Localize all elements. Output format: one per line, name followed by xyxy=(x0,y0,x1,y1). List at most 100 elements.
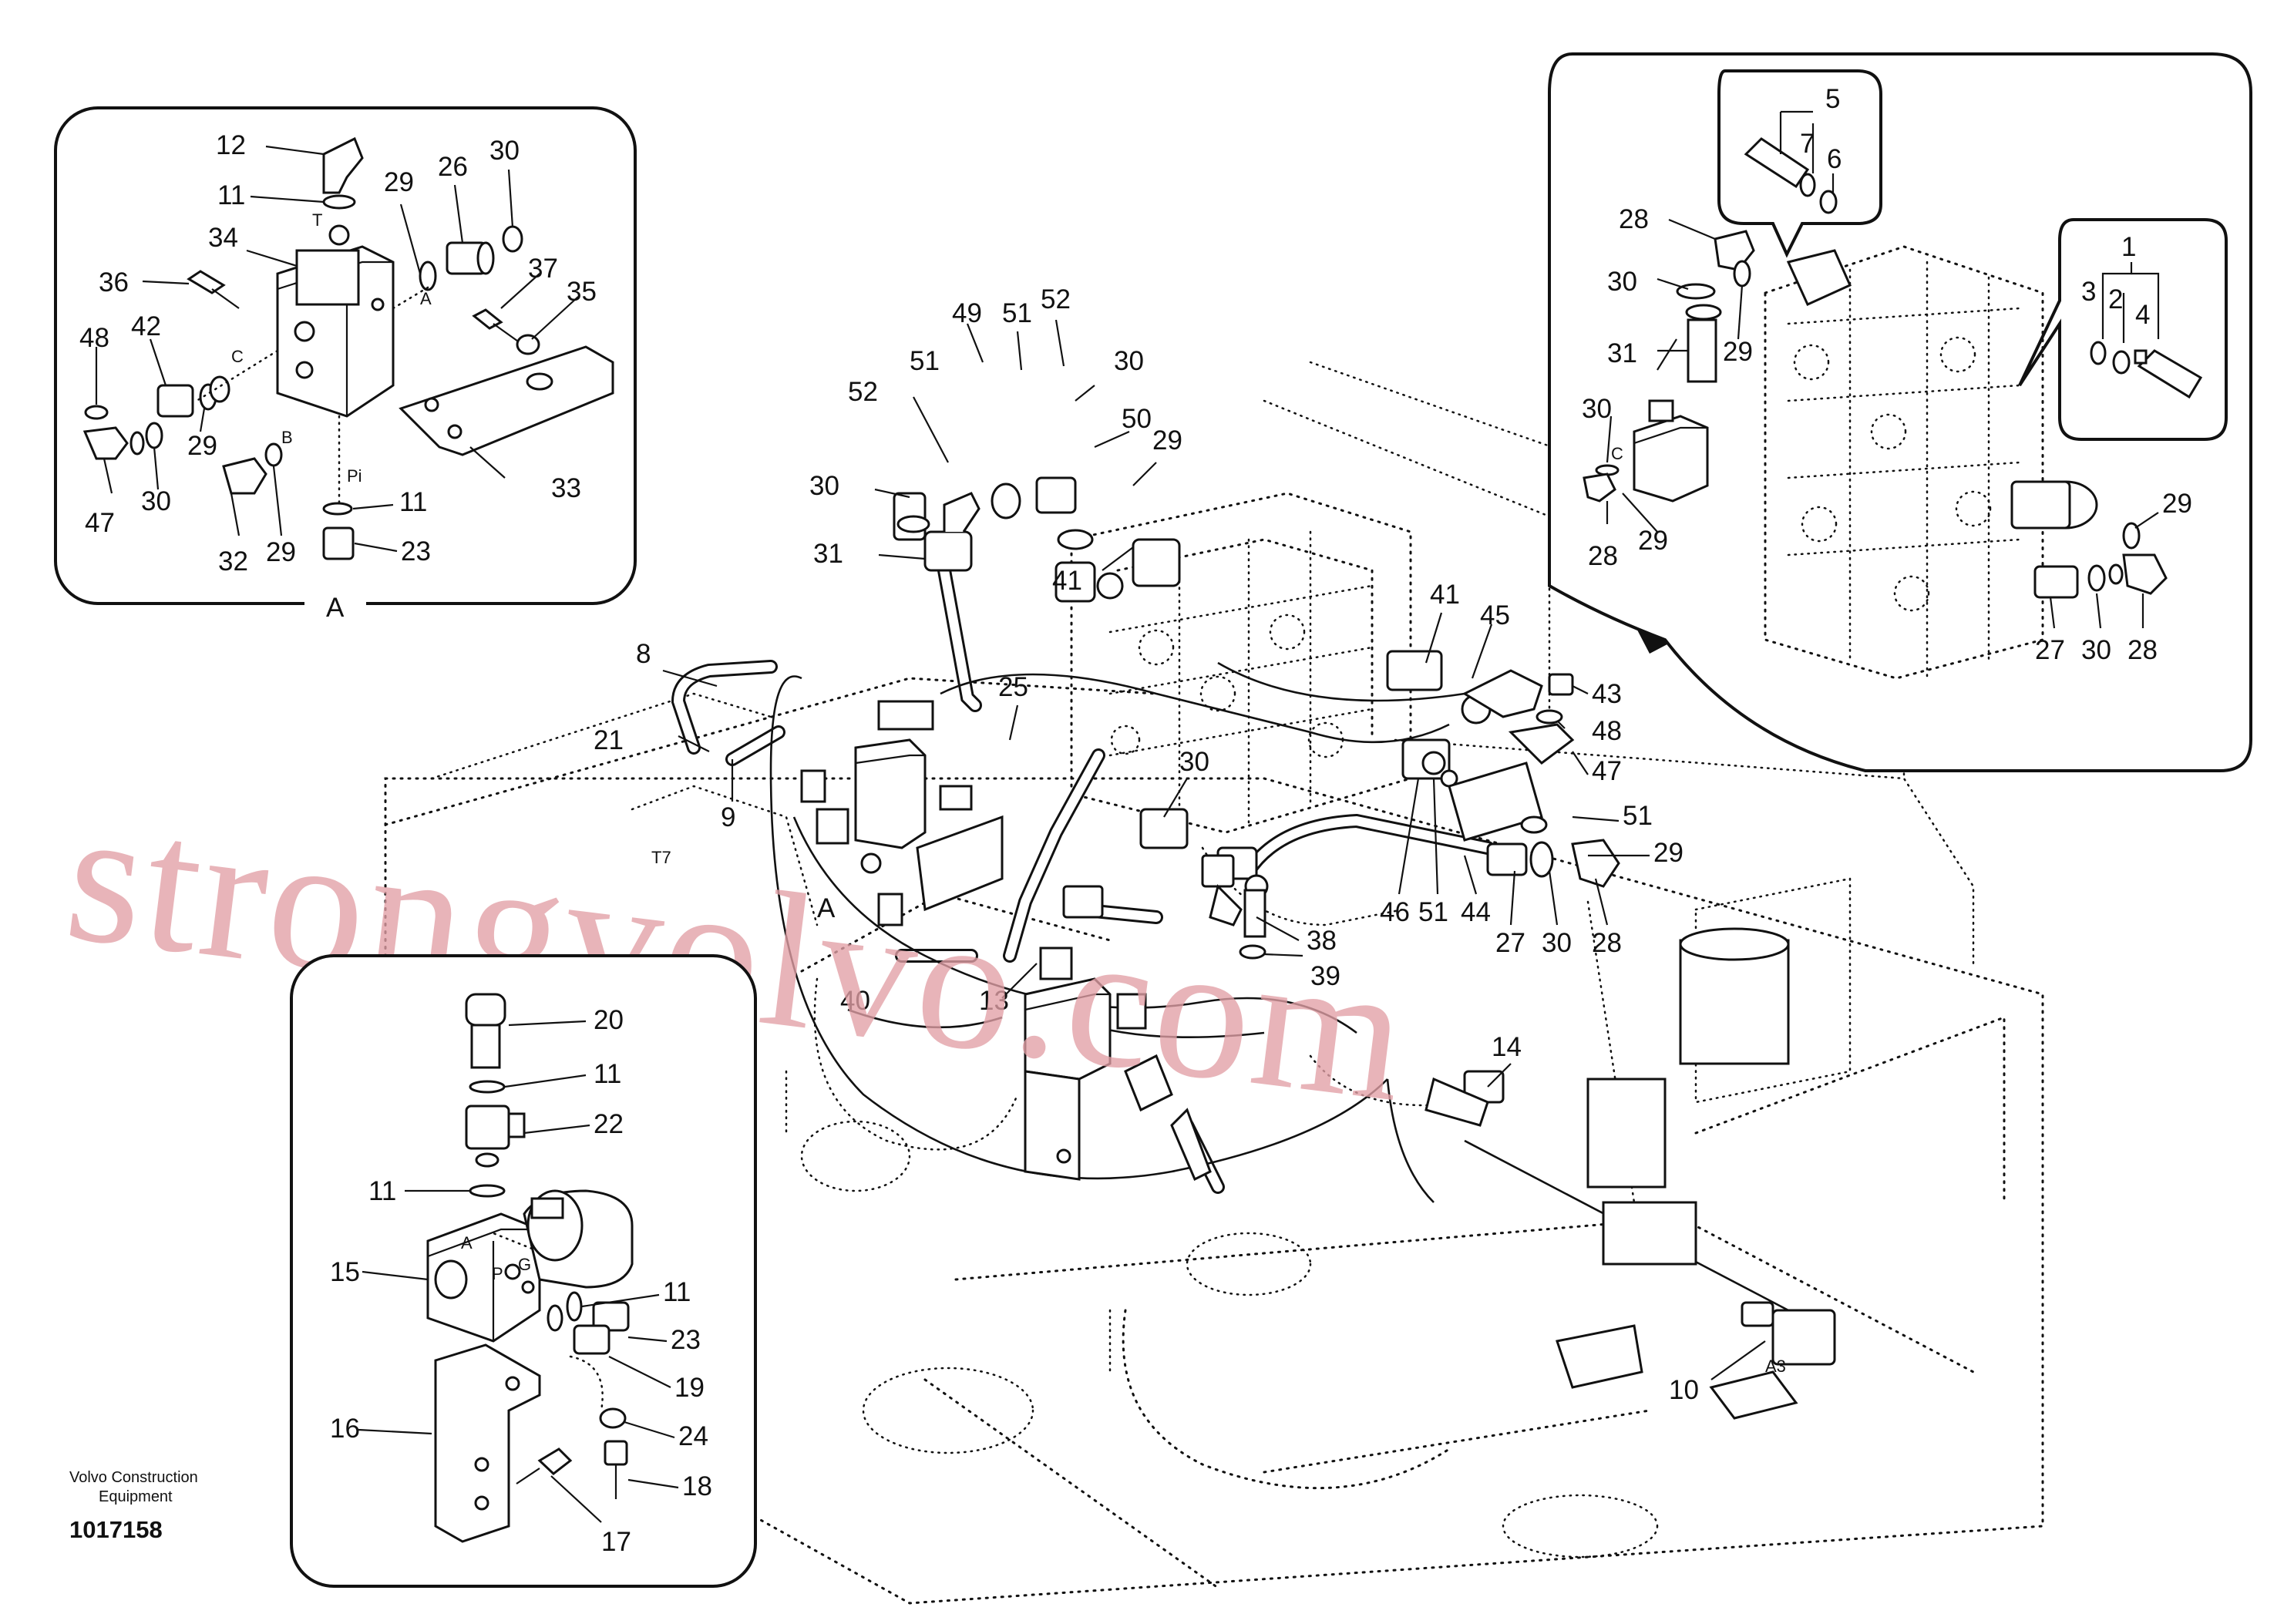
detail-a-box: A xyxy=(54,106,637,623)
detail-c-callout-30: 30 xyxy=(2081,635,2111,665)
callout-51: 51 xyxy=(910,346,940,376)
callout-10: 10 xyxy=(1669,1375,1699,1405)
main-callouts: 49 51 52 52 51 30 50 29 30 31 41 8 21 9 … xyxy=(594,284,1786,1405)
detail-c-callout-29: 29 xyxy=(2162,489,2192,519)
callout-8: 8 xyxy=(636,639,651,669)
detail-c-callout-30: 30 xyxy=(1582,394,1612,424)
callout-39: 39 xyxy=(1310,961,1340,991)
detail-b-callout-15: 15 xyxy=(330,1257,360,1287)
detail-c-box: 5 7 6 1 3 2 4 xyxy=(1548,52,2252,772)
detail-a-callout-48: 48 xyxy=(79,323,109,353)
detail-c-callout-31: 31 xyxy=(1607,338,1637,368)
callout-T7: T7 xyxy=(651,848,671,867)
callout-51: 51 xyxy=(1002,298,1032,328)
detail-a-callout-26: 26 xyxy=(438,152,468,182)
detail-a-callout-36: 36 xyxy=(99,267,129,298)
callout-48: 48 xyxy=(1592,716,1622,746)
detail-a-callout-29: 29 xyxy=(384,167,414,197)
detail-c-callout-6: 6 xyxy=(1827,144,1842,174)
detail-a-callout-29: 29 xyxy=(187,431,217,461)
detail-b-callout-17: 17 xyxy=(601,1527,631,1557)
callout-38: 38 xyxy=(1307,926,1337,956)
callout-A3: A3 xyxy=(1765,1357,1786,1376)
detail-c-callout-28: 28 xyxy=(1619,204,1649,234)
detail-a-callout-33: 33 xyxy=(551,473,581,503)
detail-a-callout-30: 30 xyxy=(489,136,520,166)
detail-a-callout-37: 37 xyxy=(528,254,558,284)
detail-a-callout-42: 42 xyxy=(131,311,161,341)
detail-c-callout-28: 28 xyxy=(1588,541,1618,571)
callout-47: 47 xyxy=(1592,756,1622,786)
detail-a-callout-11: 11 xyxy=(399,487,427,517)
callout-51: 51 xyxy=(1418,897,1448,927)
drawing-number: 1017158 xyxy=(69,1516,163,1543)
detail-a-callout-29: 29 xyxy=(266,537,296,567)
detail-b-callout-11: 11 xyxy=(368,1176,396,1206)
detail-c-callout-30: 30 xyxy=(1607,267,1637,297)
detail-c-callout-29: 29 xyxy=(1723,337,1753,367)
detail-c-callout-7: 7 xyxy=(1800,129,1815,159)
detail-b-callout-20: 20 xyxy=(594,1005,624,1035)
callout-29: 29 xyxy=(1152,425,1182,456)
callout-45: 45 xyxy=(1480,600,1510,630)
detail-a-callout-32: 32 xyxy=(218,546,248,577)
detail-a-callout-11: 11 xyxy=(217,180,245,210)
callout-49: 49 xyxy=(952,298,982,328)
detail-c-callout-4: 4 xyxy=(2135,300,2150,330)
callout-28: 28 xyxy=(1592,928,1622,958)
detail-b-callout-18: 18 xyxy=(682,1471,712,1501)
detail-a-callout-47: 47 xyxy=(85,508,115,538)
callout-30: 30 xyxy=(1542,928,1572,958)
detail-b-callout-16: 16 xyxy=(330,1414,360,1444)
callout-30: 30 xyxy=(809,471,839,501)
detail-c-callout-1: 1 xyxy=(2121,232,2136,262)
detail-b-callout-22: 22 xyxy=(594,1109,624,1139)
callout-51: 51 xyxy=(1623,801,1653,831)
callout-9: 9 xyxy=(721,802,735,832)
detail-c-callout-5: 5 xyxy=(1825,84,1840,114)
detail-c-callout-28: 28 xyxy=(2128,635,2158,665)
callout-29: 29 xyxy=(1653,838,1684,868)
solenoid-valve-block xyxy=(1024,946,1147,1181)
port-B: B xyxy=(281,428,293,447)
callout-50: 50 xyxy=(1122,404,1152,434)
detail-a-callout-34: 34 xyxy=(208,223,238,253)
detail-b-port-P: P xyxy=(492,1264,503,1283)
detail-a-view-letter: A xyxy=(326,593,345,623)
detail-c-callout-3: 3 xyxy=(2081,277,2096,307)
callout-31: 31 xyxy=(813,539,843,569)
callout-52: 52 xyxy=(1041,284,1071,314)
detail-c-callout-2: 2 xyxy=(2108,284,2123,314)
callout-44: 44 xyxy=(1461,897,1491,927)
detail-c-valve-bank xyxy=(1764,245,2044,680)
pilot-valve-assembly xyxy=(800,700,1004,926)
callout-25: 25 xyxy=(998,672,1028,702)
brand-line-1: Volvo Construction xyxy=(69,1469,198,1486)
port-T: T xyxy=(312,210,322,230)
port-A: A xyxy=(420,289,432,308)
callout-41: 41 xyxy=(1052,566,1082,596)
detail-b-callout-11: 11 xyxy=(594,1059,621,1089)
callout-14: 14 xyxy=(1492,1032,1522,1062)
callout-40: 40 xyxy=(840,986,870,1016)
detail-b-callout-23: 23 xyxy=(671,1325,701,1355)
callout-A: A xyxy=(817,893,836,923)
callout-21: 21 xyxy=(594,725,624,755)
detail-b-callout-11: 11 xyxy=(663,1277,691,1307)
detail-c-port-C: C xyxy=(1611,444,1623,463)
detail-b-box: A P G 20 11 22 11 15 11 23 19 16 24 18 1… xyxy=(290,954,757,1588)
callout-30: 30 xyxy=(1114,346,1144,376)
callout-52: 52 xyxy=(848,377,878,407)
port-C: C xyxy=(231,347,244,366)
detail-a-callout-30: 30 xyxy=(141,486,171,516)
detail-a-callout-12: 12 xyxy=(216,130,246,160)
detail-b-callout-19: 19 xyxy=(674,1373,705,1403)
callout-43: 43 xyxy=(1592,679,1622,709)
detail-c-callout-29: 29 xyxy=(1638,526,1668,556)
callout-27: 27 xyxy=(1495,928,1525,958)
callout-13: 13 xyxy=(979,986,1009,1016)
brand-line-2: Equipment xyxy=(99,1488,173,1505)
callout-30: 30 xyxy=(1179,747,1209,777)
detail-a-callout-35: 35 xyxy=(567,277,597,307)
